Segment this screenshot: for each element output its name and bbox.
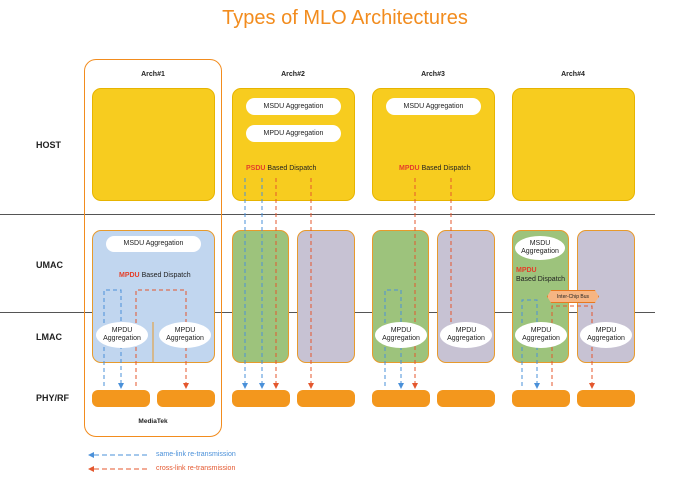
arch1-frame <box>84 59 222 437</box>
arch2-link2-box <box>297 230 355 363</box>
row-label-lmac: LMAC <box>36 332 62 342</box>
arch2-mpdu-aggregation: MPDU Aggregation <box>246 125 341 142</box>
arch-label-2: Arch#2 <box>281 71 305 78</box>
arch3-mpdu-aggregation-link1: MPDU Aggregation <box>375 322 427 348</box>
arch2-dispatch-label: PSDU Based Dispatch <box>246 165 316 172</box>
legend-arrows <box>88 452 148 472</box>
arch2-phy-2 <box>297 390 355 407</box>
arch1-phy-1 <box>92 390 150 407</box>
arch1-dispatch-label: MPDU Based Dispatch <box>119 272 191 279</box>
arch3-dispatch-text: Based Dispatch <box>419 165 471 172</box>
arch3-mpdu-aggregation-link2: MPDU Aggregation <box>440 322 492 348</box>
arch4-mpdu-aggregation-link2: MPDU Aggregation <box>580 322 632 348</box>
legend-cross-link: cross-link re-transmission <box>156 465 236 472</box>
row-label-phy: PHY/RF <box>36 393 70 403</box>
arch2-dispatch-text: Based Dispatch <box>265 165 317 172</box>
arch1-dispatch-type: MPDU <box>119 272 140 279</box>
arch3-msdu-aggregation: MSDU Aggregation <box>386 98 481 115</box>
inter-chip-bus: Inter-Chip Bus <box>547 290 599 303</box>
arch1-dispatch-text: Based Dispatch <box>139 272 191 279</box>
legend-same-link: same-link re-transmission <box>156 451 236 458</box>
arch3-phy-2 <box>437 390 495 407</box>
arch4-dispatch-text: Based Dispatch <box>516 276 566 284</box>
arch1-phy-2 <box>157 390 215 407</box>
arch1-vendor-label: MediaTek <box>138 418 168 425</box>
arch1-host-box <box>92 88 215 201</box>
arch3-dispatch-type: MPDU <box>399 165 420 172</box>
arch3-phy-1 <box>372 390 430 407</box>
arch1-mpdu-aggregation-link2: MPDU Aggregation <box>159 322 211 348</box>
arch4-dispatch-label: MPDU Based Dispatch <box>516 266 565 284</box>
arch-label-3: Arch#3 <box>421 71 445 78</box>
arch1-mpdu-aggregation-link1: MPDU Aggregation <box>96 322 148 348</box>
arch4-cross-link-arrow-a <box>551 305 595 389</box>
arch-label-4: Arch#4 <box>561 71 585 78</box>
arch2-phy-1 <box>232 390 290 407</box>
arch2-dispatch-type: PSDU <box>246 165 266 172</box>
arch4-dispatch-type: MPDU <box>516 267 537 274</box>
arch4-host-box <box>512 88 635 201</box>
arch1-cross-link-arrow <box>135 289 189 389</box>
arch-label-1: Arch#1 <box>141 71 165 78</box>
row-label-host: HOST <box>36 140 62 150</box>
arch4-msdu-aggregation: MSDU Aggregation <box>515 236 565 260</box>
arch4-phy-2 <box>577 390 635 407</box>
arch2-msdu-aggregation: MSDU Aggregation <box>246 98 341 115</box>
host-umac-divider <box>0 214 655 215</box>
arch2-link1-box <box>232 230 289 363</box>
arch4-phy-1 <box>512 390 570 407</box>
arch4-mpdu-aggregation-link1: MPDU Aggregation <box>515 322 567 348</box>
diagram-title: Types of MLO Architectures <box>222 7 468 29</box>
arch1-msdu-aggregation: MSDU Aggregation <box>106 236 201 252</box>
row-label-umac: UMAC <box>36 260 63 270</box>
arch3-dispatch-label: MPDU Based Dispatch <box>399 165 471 172</box>
